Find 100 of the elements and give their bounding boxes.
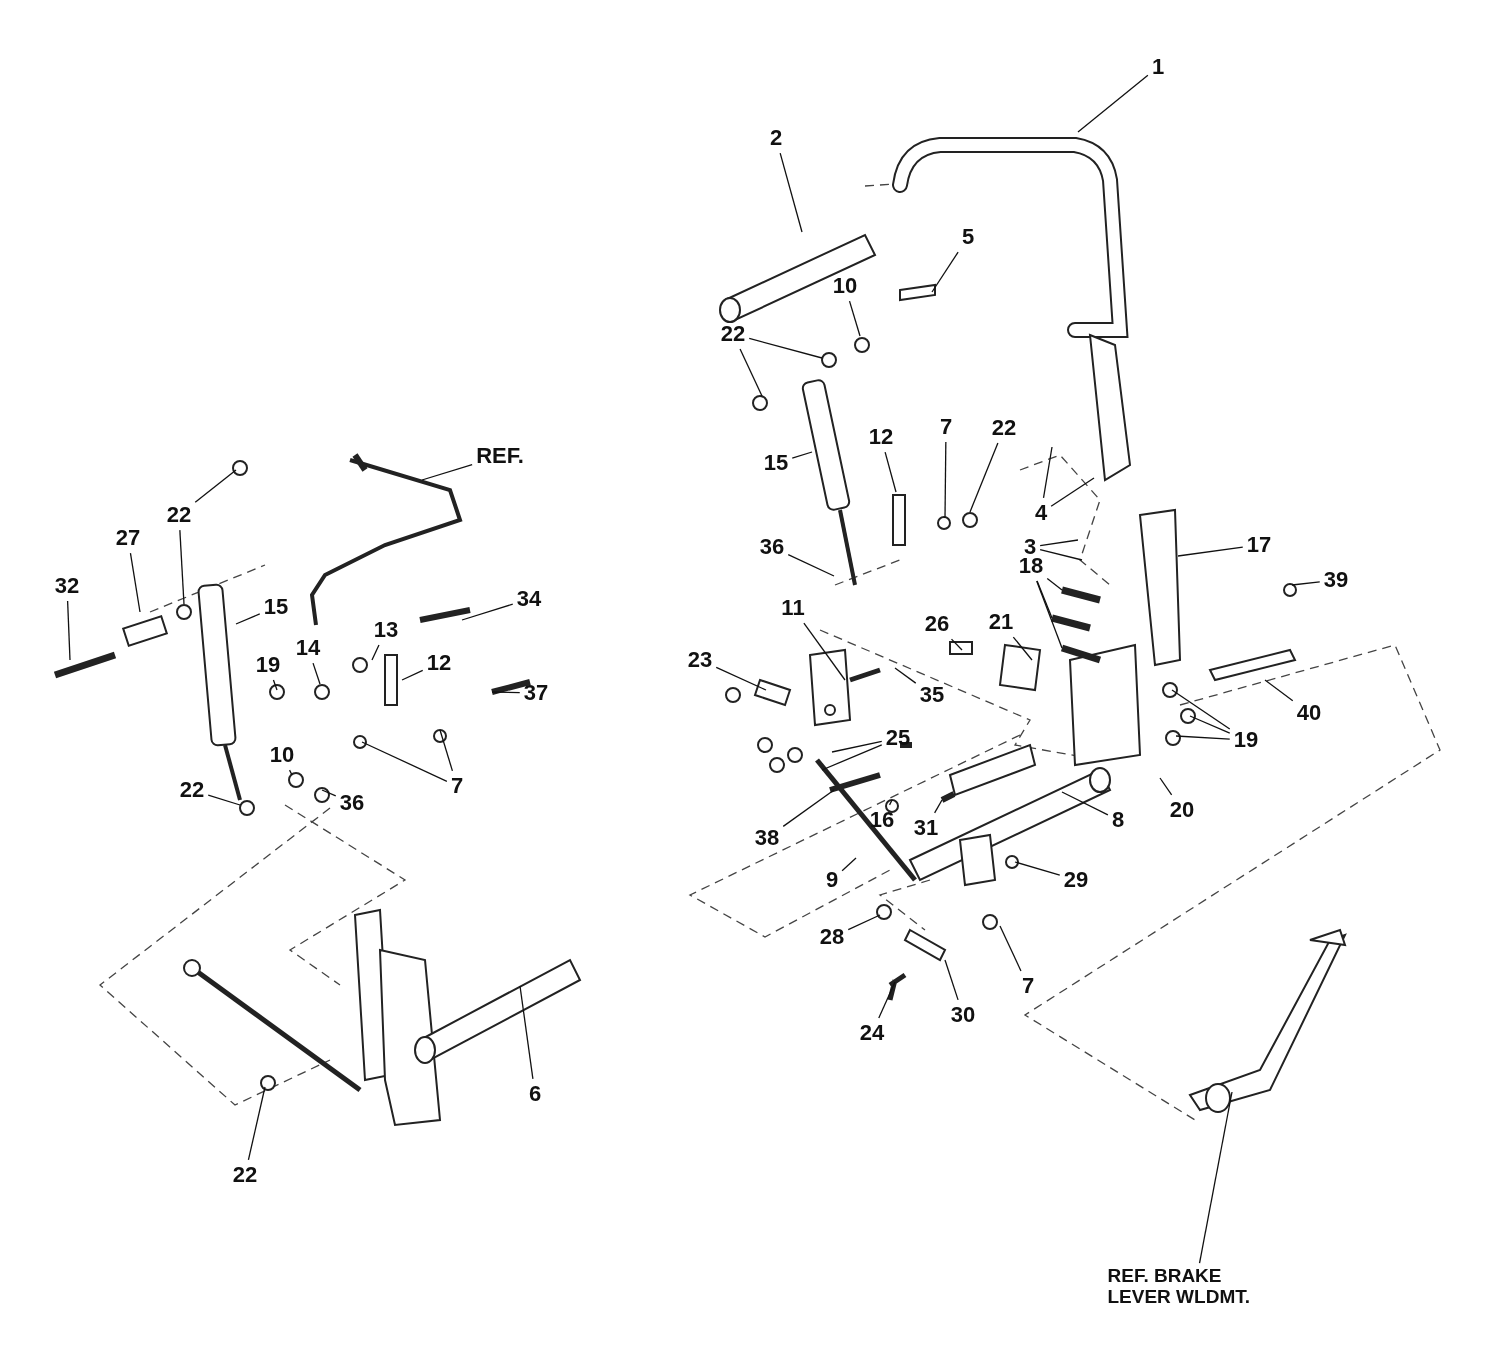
callout-number: 1 xyxy=(1150,54,1166,80)
callout-number: 37 xyxy=(522,680,550,706)
leader-line xyxy=(748,337,823,359)
leader-line xyxy=(1177,546,1244,557)
leader-line xyxy=(371,644,380,661)
leader-line xyxy=(1042,446,1053,499)
leader-line xyxy=(1014,861,1061,876)
callout-number: 10 xyxy=(831,273,859,299)
leader-line xyxy=(934,799,943,814)
leader-line xyxy=(950,638,963,651)
leader-line xyxy=(944,441,947,519)
callout-number: 22 xyxy=(719,321,747,347)
leader-line xyxy=(931,251,959,293)
callout-number: 24 xyxy=(858,1020,886,1046)
leader-line xyxy=(321,789,337,797)
leader-line xyxy=(207,794,241,806)
leader-line xyxy=(821,744,883,771)
leader-line xyxy=(179,529,185,605)
leader-line xyxy=(1039,539,1079,547)
callout-number: 40 xyxy=(1295,700,1323,726)
leader-line xyxy=(841,857,857,872)
callout-number: 2 xyxy=(768,125,784,151)
leader-line xyxy=(944,959,959,1001)
leader-line xyxy=(1175,735,1231,740)
leader-line xyxy=(491,691,521,694)
callout-number: 17 xyxy=(1245,532,1273,558)
leader-line xyxy=(129,552,141,613)
callout-number: 38 xyxy=(753,825,781,851)
leader-line xyxy=(461,603,514,621)
leader-line xyxy=(1036,580,1063,649)
callout-number: 14 xyxy=(294,635,322,661)
callout-number: 34 xyxy=(515,586,543,612)
callout-number: 12 xyxy=(867,424,895,450)
callout-number: 18 xyxy=(1017,553,1045,579)
leader-line xyxy=(1061,791,1109,816)
leader-line xyxy=(1077,74,1149,133)
callout-number: 5 xyxy=(960,224,976,250)
leader-line xyxy=(519,985,534,1080)
leader-line xyxy=(847,914,881,931)
callout-number: 22 xyxy=(990,415,1018,441)
leader-line xyxy=(739,348,763,397)
callout-number: 4 xyxy=(1033,500,1049,526)
leader-line xyxy=(782,789,835,827)
callout-number: 12 xyxy=(425,650,453,676)
callout-number: 9 xyxy=(824,867,840,893)
callout-number: 26 xyxy=(923,611,951,637)
leader-line xyxy=(1046,577,1063,591)
leader-line xyxy=(288,769,293,776)
leader-line xyxy=(791,451,813,459)
leader-line xyxy=(999,925,1022,972)
reference-note: REF. BRAKE LEVER WLDMT. xyxy=(1106,1266,1284,1308)
callout-number: 32 xyxy=(53,573,81,599)
callout-number: 23 xyxy=(686,647,714,673)
leader-line xyxy=(66,600,71,661)
leader-line xyxy=(1291,581,1321,586)
leader-line xyxy=(831,740,883,753)
callout-number: 7 xyxy=(938,414,954,440)
callout-number: 16 xyxy=(868,807,896,833)
callout-number: 6 xyxy=(527,1081,543,1107)
callout-number: 27 xyxy=(114,525,142,551)
leader-line xyxy=(1198,1091,1233,1264)
callout-number: 36 xyxy=(758,534,786,560)
callout-number: 22 xyxy=(165,502,193,528)
leader-line xyxy=(247,1086,266,1161)
leader-line xyxy=(715,666,767,691)
leader-line xyxy=(888,799,893,806)
leader-line xyxy=(1050,477,1095,507)
callout-number: 15 xyxy=(262,594,290,620)
leader-line xyxy=(787,553,835,577)
leader-line xyxy=(439,729,454,772)
leader-line xyxy=(235,613,261,625)
callout-number: 31 xyxy=(912,815,940,841)
leader-line xyxy=(401,669,424,681)
leader-line xyxy=(1159,777,1173,796)
leader-line xyxy=(884,451,897,493)
callout-number: 29 xyxy=(1062,867,1090,893)
callout-number: 10 xyxy=(268,742,296,768)
callout-number: 8 xyxy=(1110,807,1126,833)
callout-number: 36 xyxy=(338,790,366,816)
leader-line xyxy=(1012,636,1033,661)
callout-number: 25 xyxy=(884,725,912,751)
callout-number: 35 xyxy=(918,682,946,708)
leader-line xyxy=(421,463,473,481)
callout-number: 19 xyxy=(254,652,282,678)
leader-line xyxy=(1039,548,1083,561)
callout-number: 20 xyxy=(1168,797,1196,823)
leader-line xyxy=(894,667,917,684)
leader-line xyxy=(312,662,321,685)
callout-number: 11 xyxy=(780,595,806,621)
leader-line xyxy=(878,981,896,1019)
leader-line xyxy=(779,152,803,233)
callout-number: 22 xyxy=(231,1162,259,1188)
leader-line xyxy=(848,300,861,337)
callout-number: 7 xyxy=(449,773,465,799)
callout-number: 30 xyxy=(949,1002,977,1028)
leader-line xyxy=(1036,580,1053,619)
leader-line xyxy=(803,622,846,681)
leader-line xyxy=(1189,715,1231,734)
callout-number: 22 xyxy=(178,777,206,803)
callout-number: 13 xyxy=(372,617,400,643)
